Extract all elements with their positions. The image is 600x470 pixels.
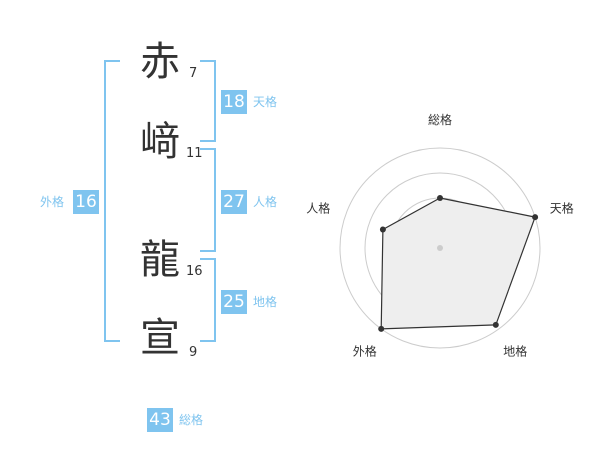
radar-center-dot: [437, 245, 443, 251]
name-char-3-strokes: 16: [186, 264, 203, 279]
tenkaku-label: 天格: [253, 95, 278, 109]
gaikaku-value: 16: [73, 190, 99, 214]
name-char-1-strokes: 7: [189, 66, 198, 81]
soukaku-label: 総格: [179, 413, 204, 427]
name-char-4: 宣: [140, 315, 180, 361]
name-char-4-strokes: 9: [189, 345, 198, 360]
chikaku-bracket: [200, 258, 216, 342]
tenkaku-bracket: [200, 60, 216, 142]
jinkaku-value: 27: [221, 190, 247, 214]
jinkaku-bracket: [200, 148, 216, 252]
gaikaku-label: 外格: [40, 195, 65, 209]
radar-point-1: [532, 214, 539, 221]
tenkaku-value: 18: [221, 90, 247, 114]
gaikaku-bracket: [104, 60, 120, 342]
radar-point-4: [379, 226, 386, 233]
radar-point-3: [378, 325, 385, 332]
name-char-3: 龍: [140, 237, 180, 283]
chikaku-value: 25: [221, 290, 247, 314]
radar-polygon: [380, 197, 536, 330]
radar-point-2: [492, 321, 499, 328]
radar-axis-label-1: 天格: [550, 200, 574, 215]
name-char-1: 赤: [140, 39, 180, 85]
radar-axis-label-3: 外格: [353, 344, 377, 359]
chikaku-label: 地格: [253, 295, 278, 309]
radar-axis-label-2: 地格: [503, 344, 527, 359]
radar-ring-4: [339, 147, 541, 349]
radar-point-0: [437, 195, 443, 201]
radar-points: [378, 195, 539, 332]
name-char-2: 﨑: [140, 119, 180, 165]
jinkaku-label: 人格: [253, 195, 278, 209]
name-char-2-strokes: 11: [186, 146, 203, 161]
radar-axis-label-0: 総格: [428, 112, 452, 127]
radar-axis-label-4: 人格: [306, 200, 330, 215]
soukaku-value: 43: [147, 408, 173, 432]
